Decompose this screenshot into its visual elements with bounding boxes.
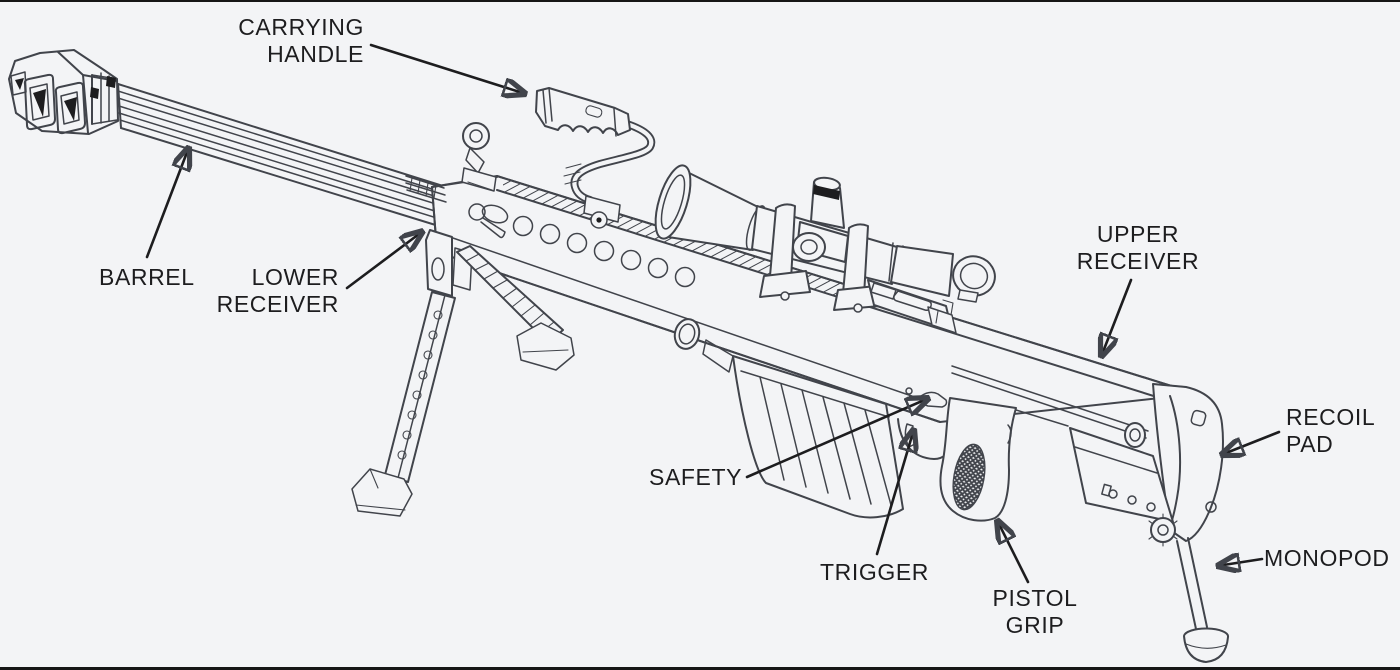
monopod-knob (1150, 517, 1176, 543)
arrow-monopod (1217, 559, 1264, 566)
arrows-layer (145, 43, 1281, 584)
muzzle-brake-drawing (8, 49, 119, 135)
monopod-drawing (1148, 513, 1230, 663)
bottom-border-bar (0, 667, 1400, 670)
scope-eyepiece (890, 245, 954, 297)
label-upper-receiver: UPPER RECEIVER (1076, 221, 1200, 274)
label-lower-receiver: LOWER RECEIVER (216, 264, 339, 317)
label-recoil-pad: RECOIL PAD (1286, 404, 1376, 457)
bipod-drawing (351, 229, 575, 517)
scope-ring-front (769, 203, 796, 281)
monopod-foot (1183, 627, 1230, 663)
arrow-recoil-pad (1221, 430, 1281, 455)
arrow-carrying-handle (369, 43, 526, 94)
label-monopod: MONOPOD (1264, 545, 1390, 571)
trigger-group-drawing (897, 387, 1017, 522)
carrying-handle-drawing (535, 87, 656, 229)
arrow-upper-receiver (1101, 278, 1133, 357)
handle-mount-block (583, 195, 621, 223)
label-carrying-handle: CARRYING HANDLE (238, 14, 364, 67)
label-barrel: BARREL (99, 264, 195, 290)
arrow-barrel (145, 147, 189, 259)
scope-side-knob (792, 232, 826, 262)
rear-sight-drawing (927, 306, 957, 334)
arrow-safety (745, 398, 929, 479)
barrel-drawing (117, 83, 456, 232)
scope-drawing (654, 164, 996, 334)
label-trigger: TRIGGER (820, 559, 929, 585)
front-sight-drawing (461, 122, 497, 192)
sling-swivel-drawing (673, 318, 701, 350)
label-safety: SAFETY (649, 464, 743, 490)
top-border-bar (0, 0, 1400, 2)
magazine-drawing (702, 339, 904, 519)
arrow-trigger (875, 429, 914, 556)
scope-ring-rear (842, 223, 869, 297)
arrow-pistol-grip (997, 520, 1030, 584)
label-pistol-grip: PISTOL GRIP (992, 585, 1078, 638)
arrow-lower-receiver (345, 231, 423, 290)
handle-bar (535, 87, 631, 136)
